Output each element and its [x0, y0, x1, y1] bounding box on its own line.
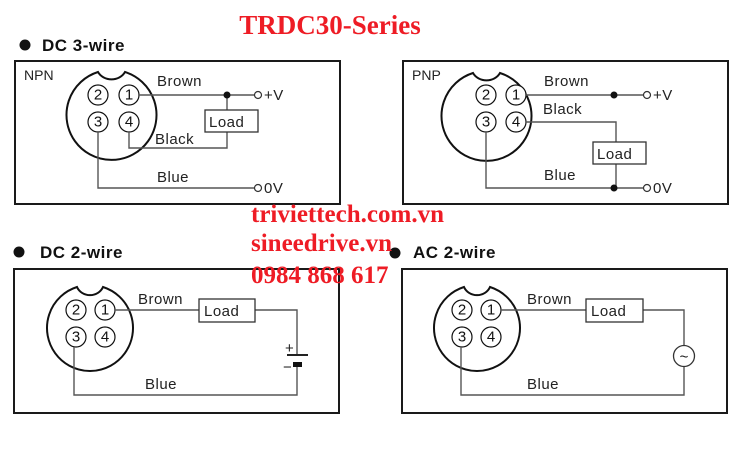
pin-4	[94, 326, 116, 348]
wire-blue	[460, 347, 685, 396]
load-box	[204, 109, 259, 133]
pin-label: 3	[72, 329, 80, 346]
wire-black	[526, 121, 617, 142]
pin-label: 2	[482, 87, 490, 104]
series-title: TRDC30-Series	[239, 10, 420, 40]
load-box	[592, 141, 647, 165]
pin-label: 1	[512, 87, 520, 104]
pin-label: 4	[125, 114, 133, 131]
pin-label: 1	[487, 302, 495, 319]
heading-dc2: DC 2-wire	[40, 243, 123, 262]
heading-dc3: DC 3-wire	[42, 36, 125, 55]
ac-source-icon: ~	[672, 344, 696, 368]
pin-label: 4	[512, 114, 520, 131]
pin-label: 1	[125, 87, 133, 104]
panel-frame	[402, 60, 729, 205]
connector-icon	[46, 285, 134, 372]
pin-label: 2	[72, 302, 80, 319]
panel-ac2: 2 1 3 4 ~ Load Brown Blue	[401, 268, 728, 414]
load-box	[585, 298, 644, 323]
voltage-zero-label: 0V	[653, 180, 672, 197]
connector-icon	[65, 70, 158, 161]
pin-label: 2	[94, 87, 102, 104]
panel-dc2: 2 1 3 4 + − Load Brown Blue	[13, 268, 340, 414]
wire-label-brown: Brown	[138, 291, 183, 308]
wire-blue	[73, 347, 298, 396]
wire-black	[128, 132, 228, 149]
wire-label-blue: Blue	[145, 376, 177, 393]
wire-label-blue: Blue	[527, 376, 559, 393]
wire-label-blue: Blue	[157, 169, 189, 186]
pin-label: 4	[101, 329, 109, 346]
panel-frame	[13, 268, 340, 414]
load-label: Load	[204, 303, 239, 320]
wire-label-brown: Brown	[157, 73, 202, 90]
wire-label-black: Black	[543, 101, 582, 118]
watermark-phone: 0984 868 617	[251, 262, 389, 289]
load-box	[198, 298, 256, 323]
voltage-plus-label: +V	[653, 87, 673, 104]
wire-blue	[485, 132, 643, 189]
terminal-plus	[642, 90, 652, 100]
type-label-pnp: PNP	[412, 67, 441, 83]
pin-label: 3	[458, 329, 466, 346]
terminal-plus	[253, 90, 263, 100]
wire-label-brown: Brown	[527, 291, 572, 308]
junction-dot	[610, 91, 618, 99]
pin-3	[65, 326, 87, 348]
bullet-icon	[13, 246, 25, 258]
battery-minus-label: −	[283, 359, 292, 376]
voltage-plus-label: +V	[264, 87, 284, 104]
junction-dot	[610, 184, 618, 192]
pin-3	[451, 326, 473, 348]
pin-2	[475, 84, 497, 106]
watermark-website-2: sineedrive.vn	[251, 230, 392, 257]
wire-to-battery	[255, 309, 298, 355]
load-label: Load	[591, 303, 626, 320]
battery-plus-label: +	[285, 340, 294, 357]
watermark-website-1: triviettech.com.vn	[251, 201, 444, 228]
wire-to-source	[643, 309, 685, 346]
heading-ac2: AC 2-wire	[413, 243, 496, 262]
panel-npn: NPN 2 1 3 4 Load Brown Black Blue +V 0V	[14, 60, 341, 205]
voltage-zero-label: 0V	[264, 180, 283, 197]
wire-blue	[97, 132, 254, 189]
terminal-zero	[642, 183, 652, 193]
panel-pnp: PNP 2 1 3 4 Load Brown Black Blue +V 0V	[402, 60, 729, 205]
pin-2	[65, 299, 87, 321]
junction-dot	[223, 91, 231, 99]
battery-icon	[287, 354, 308, 367]
pin-label: 3	[482, 114, 490, 131]
pin-2	[451, 299, 473, 321]
pin-label: 3	[94, 114, 102, 131]
pin-label: 4	[487, 329, 495, 346]
type-label-npn: NPN	[24, 67, 54, 83]
bullet-icon	[389, 247, 401, 259]
wire-label-blue: Blue	[544, 167, 576, 184]
panel-frame	[14, 60, 341, 205]
panel-frame	[401, 268, 728, 414]
pin-4	[480, 326, 502, 348]
ac-symbol: ~	[680, 349, 689, 366]
watermark: triviettech.com.vn sineedrive.vn 0984 86…	[251, 201, 444, 289]
wire-label-black: Black	[155, 131, 194, 148]
load-label: Load	[597, 146, 632, 163]
pin-label: 2	[458, 302, 466, 319]
load-label: Load	[209, 114, 244, 131]
bullet-icon	[19, 39, 31, 51]
connector-icon	[433, 285, 521, 372]
pin-label: 1	[101, 302, 109, 319]
terminal-zero	[253, 183, 263, 193]
pin-2	[87, 84, 109, 106]
wire-label-brown: Brown	[544, 73, 589, 90]
